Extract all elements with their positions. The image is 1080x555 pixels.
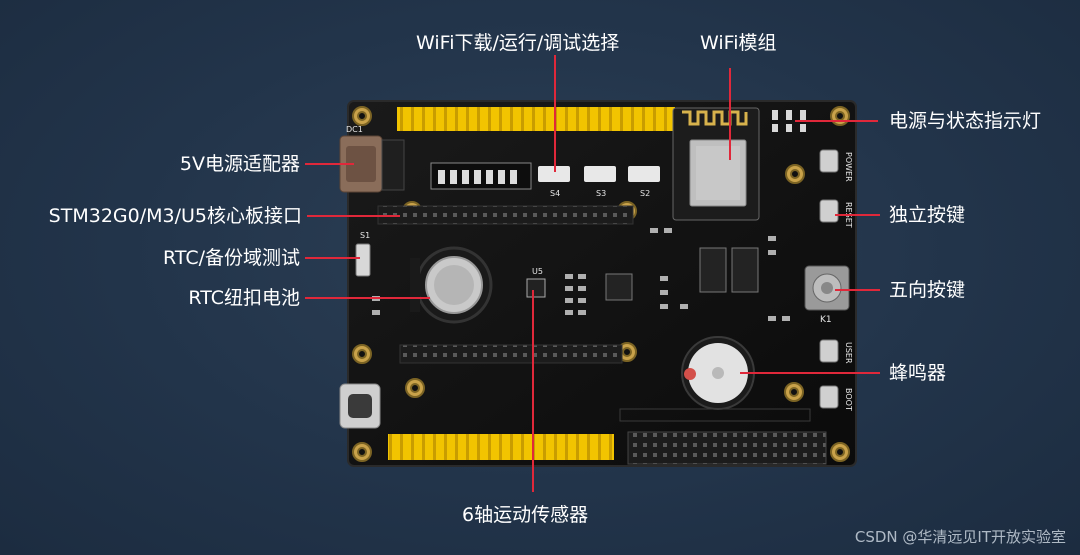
rtc-switch bbox=[355, 243, 371, 277]
silk-s1: S1 bbox=[360, 231, 370, 240]
ics bbox=[605, 247, 759, 301]
core-board-header-bottom bbox=[399, 344, 623, 364]
smd-parts bbox=[372, 228, 790, 321]
label-wifi-module: WiFi模组 bbox=[700, 32, 777, 54]
label-rtc-battery: RTC纽扣电池 bbox=[188, 287, 300, 309]
label-rtc-backup-test: RTC/备份域测试 bbox=[163, 247, 300, 269]
silk-dc1: DC1 bbox=[346, 125, 363, 134]
label-power-adapter: 5V电源适配器 bbox=[179, 153, 300, 175]
status-leds bbox=[772, 110, 806, 132]
silk-boot: BOOT bbox=[844, 388, 853, 411]
silk-power: POWER bbox=[844, 152, 853, 182]
dc-jack bbox=[339, 135, 405, 193]
top-yellow-header bbox=[397, 107, 675, 131]
label-buzzer: 蜂鸣器 bbox=[889, 362, 947, 384]
side-buttons bbox=[819, 149, 839, 409]
coin-cell-battery bbox=[410, 246, 493, 324]
label-wifi-mode-select: WiFi下载/运行/调试选择 bbox=[416, 32, 620, 54]
silk-s3: S3 bbox=[596, 189, 606, 198]
dip-switch-area bbox=[430, 162, 660, 190]
silk-user: USER bbox=[844, 342, 853, 364]
silk-s2: S2 bbox=[640, 189, 650, 198]
label-five-way-key: 五向按键 bbox=[889, 279, 966, 301]
silk-s4: S4 bbox=[550, 189, 560, 198]
five-way-joystick bbox=[804, 265, 850, 311]
watermark: CSDN @华清远见IT开放实验室 bbox=[854, 528, 1066, 546]
label-imu-sensor: 6轴运动传感器 bbox=[462, 504, 589, 526]
label-power-status-led: 电源与状态指示灯 bbox=[889, 110, 1042, 132]
usb-c-port bbox=[339, 383, 381, 429]
silk-k1: K1 bbox=[820, 315, 832, 325]
label-core-board-interface: STM32G0/M3/U5核心板接口 bbox=[48, 205, 302, 227]
bottom-yellow-header bbox=[388, 434, 614, 460]
core-board-header-top bbox=[377, 205, 634, 225]
imu-chip bbox=[526, 278, 546, 298]
leader-lines bbox=[305, 55, 880, 492]
silk-u5: U5 bbox=[532, 267, 543, 276]
label-independent-keys: 独立按键 bbox=[889, 204, 966, 226]
wifi-module bbox=[672, 107, 760, 221]
bottom-right-header bbox=[627, 431, 827, 465]
